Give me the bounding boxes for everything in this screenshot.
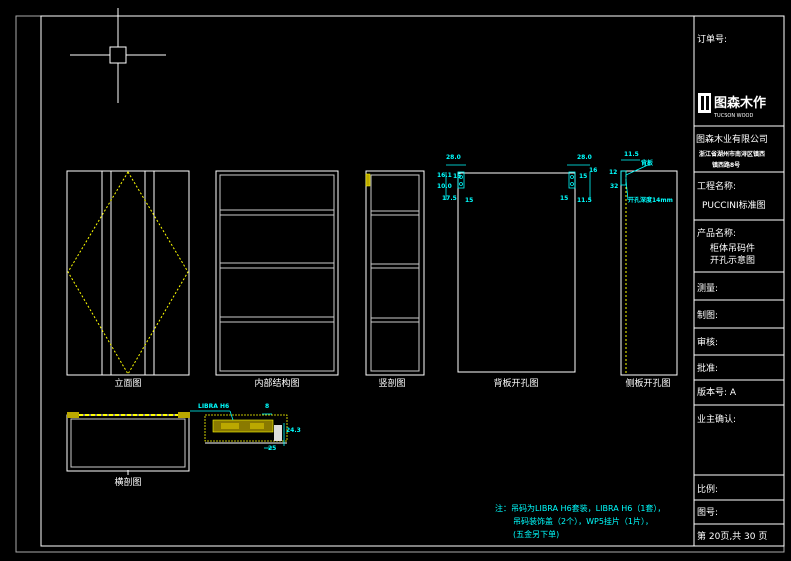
elevation-view-label: 立面图 (114, 377, 141, 389)
hanger-detail (190, 410, 288, 449)
back-dim-l2: 10.0 (437, 183, 452, 190)
back-dim-r4: 15 (560, 195, 568, 202)
project-name-label: 工程名称: (697, 180, 736, 192)
title-block (693, 16, 784, 546)
page-number: 第 20页,共 30 页 (697, 530, 767, 542)
vertical-section-view (365, 170, 425, 376)
reviewed-by-label: 审核: (697, 336, 718, 348)
back-dim-top-right: 28.0 (577, 154, 592, 161)
product-name-label: 产品名称: (697, 227, 736, 239)
vertical-section-label: 竖剖图 (378, 377, 405, 389)
note-line1: 注：吊码为LIBRA H6套装，LIBRA H6（1套）， (495, 503, 665, 513)
logo-subtitle: TUCSON WOOD (713, 113, 753, 119)
order-number-label: 订单号: (697, 33, 727, 45)
owner-confirm-label: 业主确认: (697, 413, 736, 425)
hanger-label: LIBRA H6 (198, 403, 229, 410)
back-dim-l3: 17.5 (442, 195, 457, 202)
back-panel-label: 背板开孔图 (493, 377, 538, 389)
approved-by-label: 批准: (697, 362, 718, 374)
company-address-2: 镇西路8号 (712, 161, 740, 169)
hanger-dim-d2: 24.3 (286, 427, 301, 434)
back-dim-r3: 11.5 (577, 197, 592, 204)
drawing-frame (40, 15, 785, 547)
product-name-value-1: 柜体吊码件 (710, 242, 755, 254)
internal-structure-view (215, 170, 339, 376)
logo-text: 图森木作 (714, 95, 766, 111)
note-line2: 吊码装饰盖（2个），WP5挂片（1片）， (513, 516, 653, 526)
back-dim-l4: 15 (453, 173, 461, 180)
side-panel-view (620, 159, 678, 376)
elevation-view (66, 170, 190, 376)
side-back-note: 背板 (641, 159, 654, 167)
version-label: 版本号: A (697, 386, 737, 398)
company-name: 图森木业有限公司 (696, 133, 768, 145)
project-name-value: PUCCINI标准图 (702, 199, 766, 211)
side-dim-l2: 32 (610, 183, 618, 190)
horizontal-section-label: 横剖图 (114, 476, 141, 488)
back-dim-top-left: 28.0 (446, 154, 461, 161)
back-dim-l5: 15 (465, 197, 473, 204)
survey-label: 测量: (697, 283, 718, 294)
scale-label: 比例: (697, 483, 718, 495)
back-panel-view (445, 164, 591, 373)
company-address-1: 浙江省湖州市南浔区镇西 (699, 150, 765, 158)
note-line3: (五金另下单) (513, 529, 559, 539)
back-dim-l1: 16.1 (437, 172, 452, 179)
crosshair-cursor-icon (70, 8, 166, 103)
side-dim-top: 11.5 (624, 151, 639, 158)
side-panel-label: 侧板开孔图 (625, 377, 670, 389)
hanger-dim-d3: 25 (268, 445, 276, 452)
horizontal-section-view (66, 412, 190, 475)
product-name-value-2: 开孔示意图 (710, 254, 755, 266)
drawn-by-label: 制图: (697, 309, 718, 321)
drawing-number-label: 图号: (697, 507, 718, 518)
back-dim-r1: 15 (579, 173, 587, 180)
hanger-dim-d1: 8 (265, 403, 269, 410)
side-dim-l1: 12 (609, 169, 617, 176)
tucson-logo-icon (698, 93, 711, 113)
side-hole-depth-note: 开孔深度14mm (628, 196, 673, 204)
back-dim-r2: 16 (589, 167, 597, 174)
internal-view-label: 内部结构图 (254, 377, 299, 389)
